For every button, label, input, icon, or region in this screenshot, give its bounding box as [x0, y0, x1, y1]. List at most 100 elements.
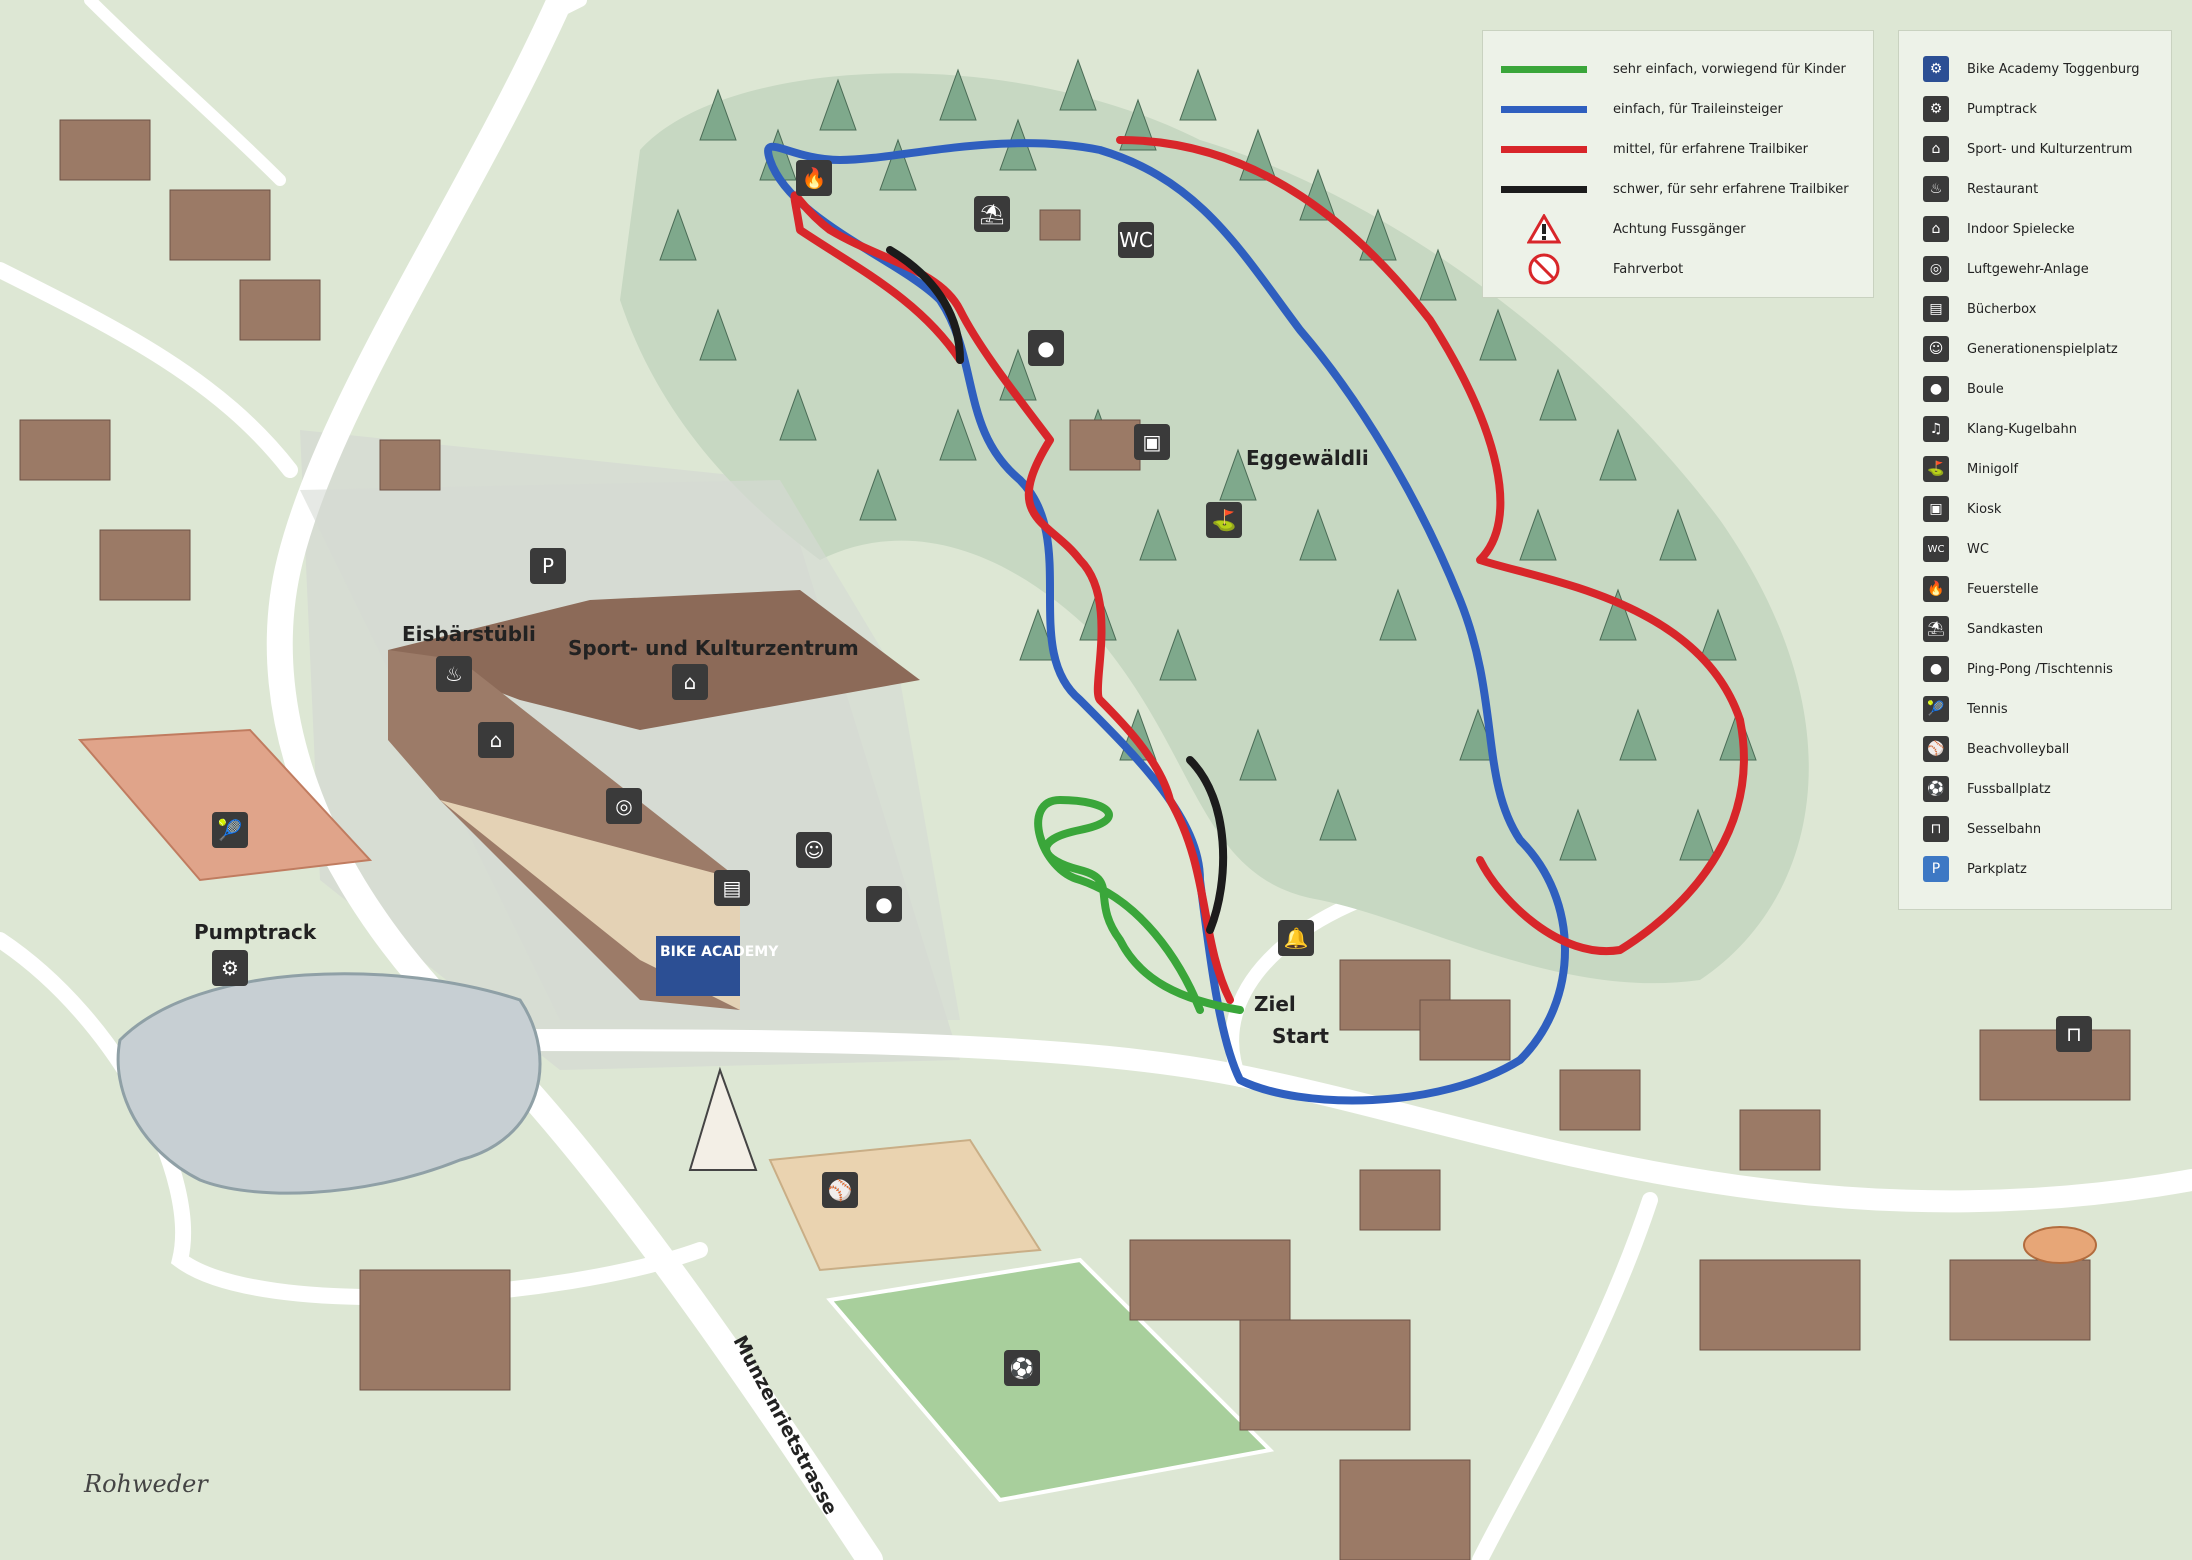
wc-marker: WC [1118, 222, 1154, 258]
legend-row-medium: mittel, für erfahrene Trailbiker [1483, 131, 1808, 167]
legend-label: Kiosk [1967, 501, 2002, 517]
legend-row-marble-run: ♫ Klang-Kugelbahn [1899, 411, 2077, 447]
area-label-eggewaeldli: Eggewäldli [1246, 446, 1369, 470]
sport-center-icon: ⌂ [672, 664, 708, 700]
fire-icon: 🔥 [796, 160, 832, 196]
legend-label: Ping-Pong /Tischtennis [1967, 661, 2113, 677]
playground-icon: ☺ [796, 832, 832, 868]
no-bike-icon [1528, 253, 1560, 285]
legend-label: Luftgewehr-Anlage [1967, 261, 2089, 277]
bike-academy-logo-icon: ⚙ [1923, 56, 1949, 82]
legend-row-chairlift: ⊓ Sesselbahn [1899, 811, 2041, 847]
legend-row-restaurant: ♨Restaurant [1899, 171, 2038, 207]
playground-icon: ☺ [1923, 336, 1949, 362]
legend-row-book-box: ▤ Bücherbox [1899, 291, 2036, 327]
legend-label: Minigolf [1967, 461, 2019, 477]
legend-label: Klang-Kugelbahn [1967, 421, 2077, 437]
legend-row-fire: 🔥 Feuerstelle [1899, 571, 2038, 607]
sport-center-icon: ⌂ [1923, 136, 1949, 162]
football-icon: ⚽ [1004, 1350, 1040, 1386]
boule-icon: ● [866, 886, 902, 922]
pumptrack-icon: ⚙ [1923, 96, 1949, 122]
legend-row-very-easy: sehr einfach, vorwiegend für Kinder [1483, 51, 1846, 87]
legend-label: Pumptrack [1967, 101, 2037, 117]
legend-row-boule: ●Boule [1899, 371, 2004, 407]
legend-row-playground: ☺ Generationenspielplatz [1899, 331, 2118, 367]
legend-label: Parkplatz [1967, 861, 2027, 877]
area-label-pumptrack: Pumptrack [194, 920, 317, 944]
legend-row-sport-center: ⌂ Sport- und Kulturzentrum [1899, 131, 2132, 167]
legend-line-black [1501, 185, 1587, 193]
sandbox-icon: ⛱ [1923, 616, 1949, 642]
legend-label: sehr einfach, vorwiegend für Kinder [1613, 61, 1846, 77]
chairlift-icon: ⊓ [2056, 1016, 2092, 1052]
legend-label: Indoor Spielecke [1967, 221, 2075, 237]
legend-row-hard: schwer, für sehr erfahrene Trailbiker [1483, 171, 1849, 207]
tennis-icon: 🎾 [212, 812, 248, 848]
target-icon: ◎ [1923, 256, 1949, 282]
legend-label: Generationenspielplatz [1967, 341, 2118, 357]
bell-icon: ♫ [1923, 416, 1949, 442]
minigolf-icon: ⛳ [1923, 456, 1949, 482]
restaurant-icon: ♨ [436, 656, 472, 692]
legend-label: Sandkasten [1967, 621, 2044, 637]
volleyball-icon: ⚾ [822, 1172, 858, 1208]
warning-triangle-icon [1527, 214, 1561, 244]
legend-row-easy: einfach, für Traileinsteiger [1483, 91, 1783, 127]
legend-row-beachvolleyball: ⚾ Beachvolleyball [1899, 731, 2069, 767]
legend-label: Feuerstelle [1967, 581, 2039, 597]
legend-label: Restaurant [1967, 181, 2039, 197]
wc-icon: WC [1923, 536, 1949, 562]
kiosk-icon: ▣ [1923, 496, 1949, 522]
chairlift-icon: ⊓ [1923, 816, 1949, 842]
legend-label: Sport- und Kulturzentrum [1967, 141, 2133, 157]
trail-start-label: Start [1272, 1024, 1329, 1048]
legend-row-tennis: 🎾 Tennis [1899, 691, 2008, 727]
book-box-icon: ▤ [1923, 296, 1949, 322]
indoor-play-icon: ⌂ [478, 722, 514, 758]
ping-pong-icon: ● [1923, 656, 1949, 682]
legend-row-pedestrians: Achtung Fussgänger [1483, 211, 1746, 247]
volleyball-icon: ⚾ [1923, 736, 1949, 762]
legend-label: mittel, für erfahrene Trailbiker [1613, 141, 1809, 157]
parking-marker: P [530, 548, 566, 584]
legend-line-red [1501, 145, 1587, 153]
legend-row-no-bikes: Fahrverbot [1483, 251, 1683, 287]
artist-signature: Rohweder [84, 1470, 208, 1498]
legend-row-ping-pong: ● Ping-Pong /Tischtennis [1899, 651, 2113, 687]
legend-label: Tennis [1967, 701, 2008, 717]
bike-academy-sign-text: BIKE ACADEMY [660, 944, 779, 960]
bell-icon: 🔔 [1278, 920, 1314, 956]
legend-label: schwer, für sehr erfahrene Trailbiker [1613, 181, 1849, 197]
tennis-icon: 🎾 [1923, 696, 1949, 722]
legend-label: Fussballplatz [1967, 781, 2051, 797]
book-box-icon: ▤ [714, 870, 750, 906]
fire-icon: 🔥 [1923, 576, 1949, 602]
legend-row-football: ⚽Fussballplatz [1899, 771, 2051, 807]
parking-icon: P [1923, 856, 1949, 882]
legend-label: Bike Academy Toggenburg [1967, 61, 2140, 77]
legend-label: Sesselbahn [1967, 821, 2042, 837]
pumptrack-icon: ⚙ [212, 950, 248, 986]
legend-row-wc: WC WC [1899, 531, 1989, 567]
legend-row-sandbox: ⛱ Sandkasten [1899, 611, 2043, 647]
legend-line-green [1501, 65, 1587, 73]
trail-end-label: Ziel [1254, 992, 1296, 1016]
legend-row-kiosk: ▣ Kiosk [1899, 491, 2001, 527]
legend-label: einfach, für Traileinsteiger [1613, 101, 1783, 117]
building-label-sportzentrum: Sport- und Kulturzentrum [568, 636, 859, 660]
legend-row-pumptrack: ⚙ Pumptrack [1899, 91, 2037, 127]
legend-row-bike-academy: ⚙ Bike Academy Toggenburg [1899, 51, 2140, 87]
legend-line-blue [1501, 105, 1587, 113]
legend-label: Achtung Fussgänger [1613, 221, 1746, 237]
legend-row-parking: P Parkplatz [1899, 851, 2027, 887]
trail-legend: sehr einfach, vorwiegend für Kinder einf… [1482, 30, 1874, 298]
minigolf-icon: ⛳ [1206, 502, 1242, 538]
building-label-eisbaerstuebli: Eisbärstübli [402, 622, 536, 646]
legend-label: Beachvolleyball [1967, 741, 2070, 757]
legend-row-minigolf: ⛳ Minigolf [1899, 451, 2018, 487]
legend-label: Bücherbox [1967, 301, 2037, 317]
legend-label: WC [1967, 541, 1989, 557]
target-icon: ◎ [606, 788, 642, 824]
facility-legend: ⚙ Bike Academy Toggenburg ⚙ Pumptrack ⌂ Spo… [1898, 30, 2172, 910]
